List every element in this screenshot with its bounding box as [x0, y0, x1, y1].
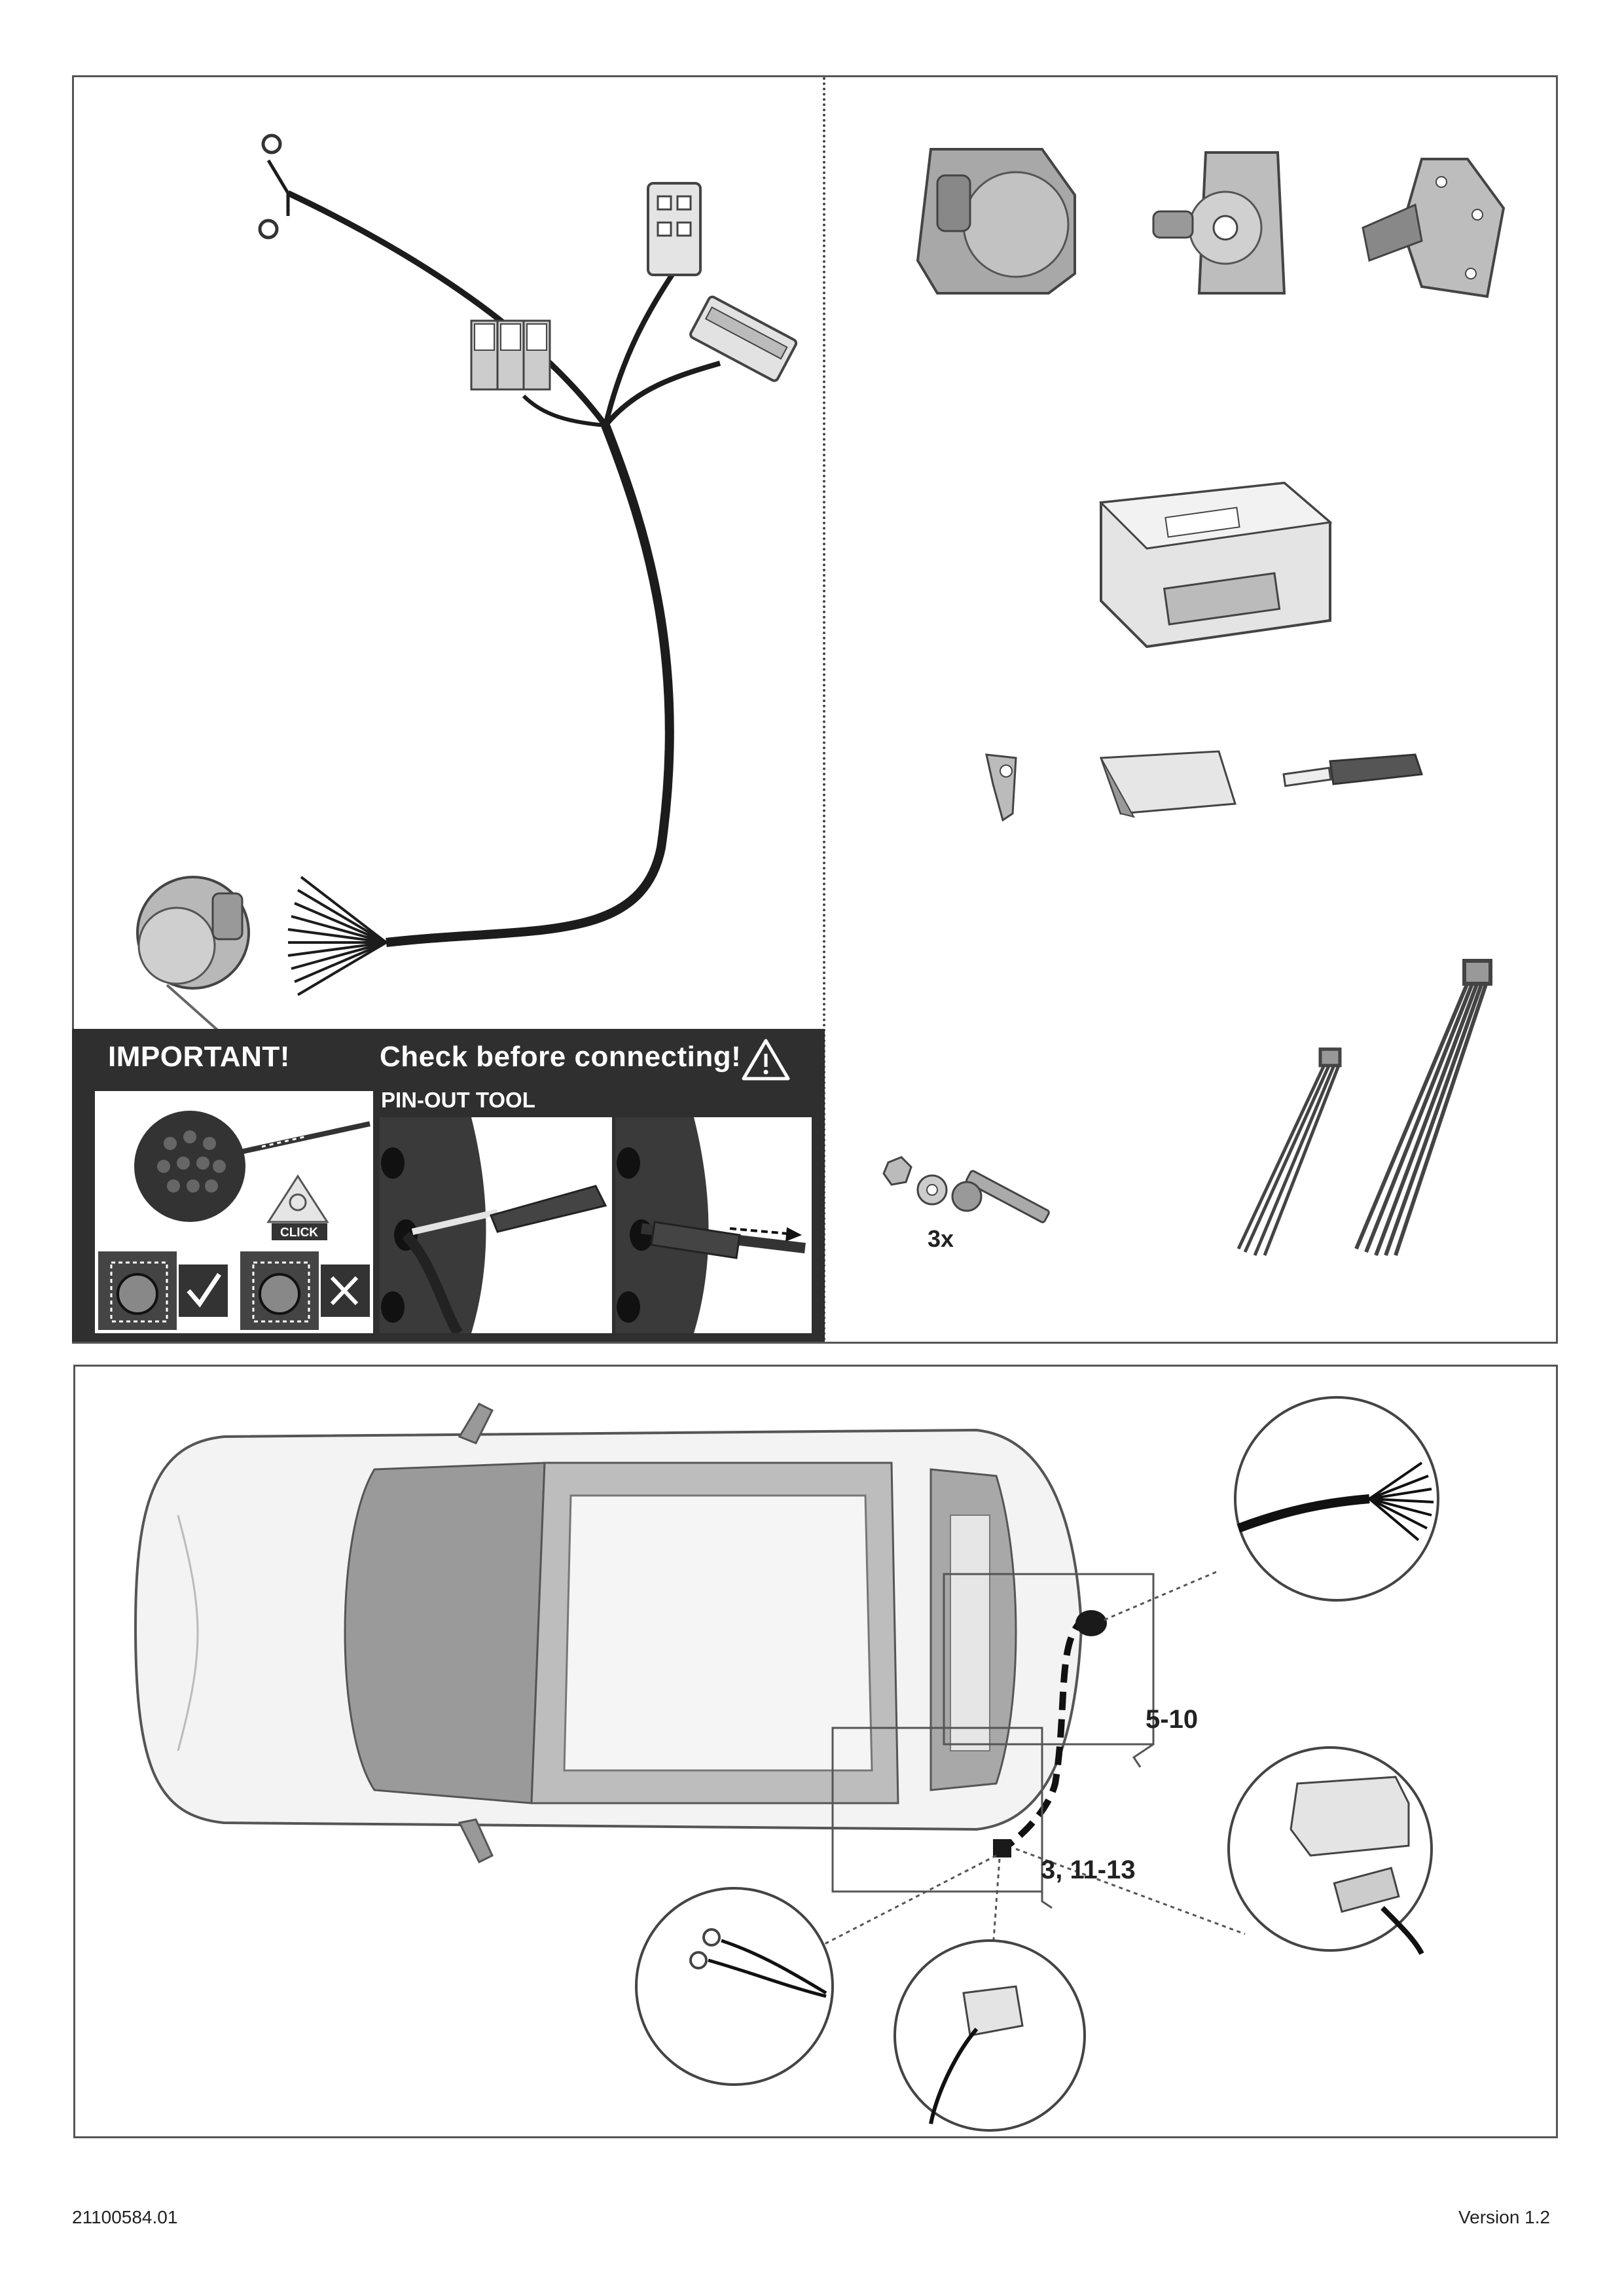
pin-out-tool-part [1282, 753, 1424, 787]
quantity-label: 3x [928, 1225, 954, 1252]
mounting-plate-part [1362, 158, 1506, 298]
rear-socket-step-label: 5-10 [1146, 1705, 1199, 1734]
socket-part [916, 148, 1076, 295]
pull-arrow-icon [729, 1227, 802, 1242]
cable-ties-large [1354, 959, 1492, 1257]
warning-icon [742, 1039, 790, 1081]
loose-wire-ends [287, 876, 388, 996]
version-label: Version 1.2 [1458, 2207, 1551, 2227]
pin-out-tool-extract-panel [615, 1117, 812, 1333]
detail-circle-square-connector [893, 1939, 1086, 2132]
bolt-nut-washer-part [882, 1156, 1050, 1223]
parts-overview-frame [72, 75, 1558, 1344]
important-heading: IMPORTANT! [108, 1041, 290, 1073]
cable-ties-small [1236, 1047, 1342, 1256]
gasket-part [1152, 151, 1286, 295]
module-location-marker [993, 1839, 1011, 1857]
document-number: 21100584.01 [72, 2207, 178, 2227]
click-label: CLICK [280, 1226, 318, 1240]
click-triangle-icon [266, 1174, 329, 1223]
ring-terminal [261, 134, 282, 154]
towbar-socket [136, 876, 250, 1039]
wiring-harness-illustration [136, 134, 798, 1039]
accessory-parts-illustration [882, 148, 1506, 1257]
adhesive-pad-part [1099, 750, 1236, 818]
pin-out-tool-heading: PIN-OUT TOOL [381, 1088, 535, 1112]
detail-circle-ground-terminals [635, 1887, 834, 2086]
important-banner: IMPORTANT! Check before connecting! PIN-… [72, 1029, 825, 1342]
small-bracket-part [985, 753, 1017, 822]
control-module-part [1098, 481, 1333, 649]
check-before-connecting-heading: Check before connecting! [380, 1041, 742, 1073]
detail-circle-control-module [1227, 1746, 1433, 1955]
pin-out-tool-insert-panel [380, 1117, 612, 1333]
installation-location-frame [73, 1365, 1558, 2138]
module-step-label: 3, 11-13 [1041, 1856, 1136, 1884]
square-connector [647, 182, 702, 276]
vehicle-top-view-illustration [134, 1396, 1439, 2132]
fuse-holders [470, 319, 551, 391]
socket-location-marker [1075, 1610, 1107, 1636]
socket-check-panel: CLICK [95, 1091, 373, 1333]
check-mark-icon [187, 1273, 221, 1308]
detail-circle-wire-ends [1234, 1396, 1439, 1602]
ring-terminal [258, 219, 279, 240]
multi-pin-plug [689, 295, 798, 382]
dotted-divider [823, 77, 825, 1342]
cross-mark-icon [330, 1276, 359, 1306]
